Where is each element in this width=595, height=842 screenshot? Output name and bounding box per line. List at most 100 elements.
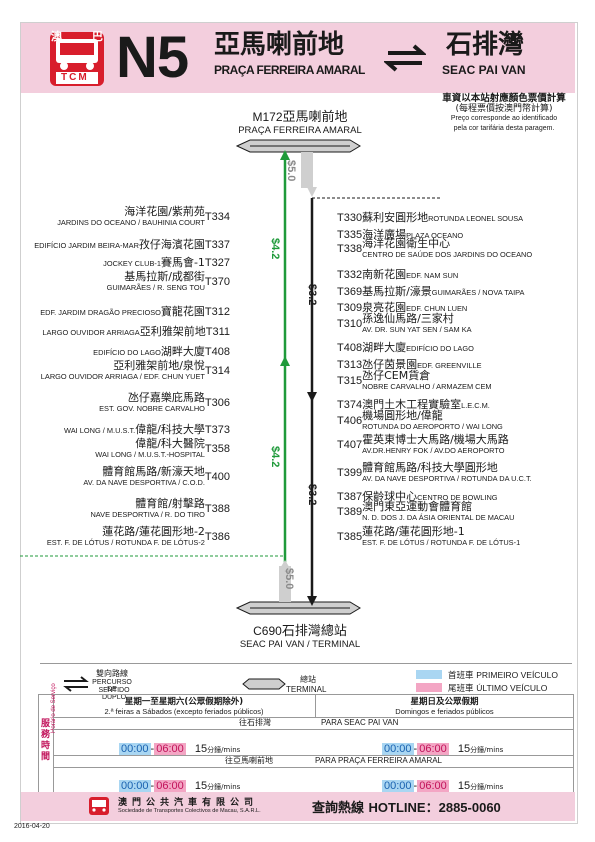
- stop-pt: ROTUNDA LEONEL SOUSA: [428, 214, 524, 223]
- dir1-holiday-first: 00:00: [382, 743, 414, 755]
- fare-notice-pt-2: pela cor tarifária desta paragem.: [453, 125, 555, 132]
- legend-divider: [40, 663, 572, 664]
- stop-pt: JOCKEY CLUB-1: [103, 259, 161, 268]
- tcm-logo: 澳 巴 TCM: [48, 30, 106, 88]
- dir2-holiday-first: 00:00: [382, 780, 414, 792]
- legend-double-zh: 雙向路線: [96, 669, 128, 678]
- stop-code: T330: [337, 212, 363, 224]
- stop-code: T386: [204, 531, 230, 543]
- stop-code: T332: [337, 269, 363, 281]
- stop-zh: 體育館/射擊路: [135, 497, 205, 510]
- stop-left-t311: LARGO OUVIDOR ARRIAGA亞利雅架前地T311: [42, 320, 230, 339]
- stop-code: T408: [337, 342, 363, 354]
- stop-pt: CENTRO DE BOWLING: [417, 493, 498, 502]
- holiday-header: 星期日及公眾假期 Domingos e feriados públicos: [316, 695, 573, 718]
- grey-arrow-bottom: [279, 560, 291, 570]
- stop-pt: EDF. JARDIM DRAGÃO PRECIOSO: [40, 308, 161, 317]
- direction-1-times: 00:00-06:00 15分鐘/mins 00:00-06:00 15分鐘/m…: [53, 730, 573, 756]
- stop-pt: WAI LONG / M.U.S.T.: [64, 426, 136, 435]
- stop-pt: ROTUNDA DO AEROPORTO / WAI LONG: [362, 422, 503, 431]
- stop-pt: EST. F. DE LÓTUS / ROTUNDA F. DE LÓTUS-2: [46, 538, 205, 547]
- stop-code: T311: [205, 326, 230, 338]
- dir2-weekday-first: 00:00: [119, 780, 151, 792]
- stop-zh: 海洋花園/紫荊苑: [124, 205, 205, 218]
- stop-right-t313: T313氹仔茵景園EDF. GREENVILLE: [337, 353, 482, 372]
- stop-zh: 南新花園: [362, 268, 407, 281]
- terminal-bottom-zh: 石排灣總站: [281, 624, 347, 639]
- stop-zh: 基馬拉斯/濠景: [362, 285, 432, 298]
- stop-pt: EST. GOV. NOBRE CARVALHO: [99, 404, 205, 413]
- last-bus-swatch: [416, 683, 442, 692]
- legend-first-pt: PRIMEIRO VEÍCULO: [476, 670, 558, 680]
- two-way-arrows-icon: [382, 44, 428, 76]
- logo-text: TCM: [61, 72, 89, 83]
- dir1-holiday-last: 06:00: [417, 743, 449, 755]
- stop-left-t408: EDIFÍCIO DO LAGO湖畔大廈T408: [93, 340, 230, 359]
- fare-notice-zh: 車資以本站射應顏色票價計算: [442, 93, 566, 104]
- stop-right-t332: T332南新花園EDF. NAM SUN: [337, 263, 458, 282]
- stop-pt: AV. DR. SUN YAT SEN / SAM KA: [362, 325, 472, 334]
- dir1-weekday-first: 00:00: [119, 743, 151, 755]
- stop-code: T314: [204, 365, 230, 377]
- stop-right-t387: T387保齡球中心CENTRO DE BOWLING: [337, 485, 498, 504]
- stop-zh: 海洋廣場: [362, 228, 407, 241]
- dir2-weekday-times: 00:00-06:00 15分鐘/mins: [119, 780, 241, 792]
- terminal-top-zh: 亞馬喇前地: [282, 110, 348, 125]
- stop-zh: 蓮花路/蓮花圓形地-1: [362, 525, 465, 538]
- holiday-zh: 星期日及公眾假期: [410, 697, 479, 707]
- terminal-top-bar: [235, 139, 361, 153]
- terminal-legend-icon: [242, 676, 286, 695]
- poster-frame: [20, 22, 578, 824]
- fare-green-1: $4.2: [269, 238, 281, 260]
- fare-grey-bottom: $5.0: [283, 568, 295, 590]
- stop-zh: 保齡球中心: [362, 490, 418, 503]
- direction-1-row: 往石排灣 PARA SEAC PAI VAN: [53, 717, 573, 730]
- stop-right-t330: T330蘇利安圓形地ROTUNDA LEONEL SOUSA: [337, 206, 523, 225]
- stop-left-t327: JOCKEY CLUB-1賽馬會-1T327: [103, 251, 230, 270]
- first-bus-swatch: [416, 670, 442, 679]
- stop-code: T388: [204, 503, 230, 515]
- black-arrow-bottom: [307, 596, 317, 606]
- footer-company-zh: 澳門公共汽車有限公司: [118, 798, 259, 808]
- dir2-holiday-last: 06:00: [417, 780, 449, 792]
- stop-pt: CENTRO DE SAÚDE DOS JARDINS DO OCEANO: [362, 250, 533, 259]
- direction-2-times: 00:00-06:00 15分鐘/mins 00:00-06:00 15分鐘/m…: [53, 768, 573, 793]
- stop-zh: 偉龍/科大醫院: [135, 437, 205, 450]
- direction-2-row: 往亞馬喇前地 PARA PRAÇA FERREIRA AMARAL: [53, 755, 573, 768]
- stop-pt: GUIMARÃES / NOVA TAIPA: [431, 288, 525, 297]
- stop-zh: 氹仔嘉樂庇馬路: [127, 391, 205, 404]
- destination-pt: SEAC PAI VAN: [442, 63, 526, 77]
- stop-pt: EDIFÍCIO DO LAGO: [93, 348, 161, 357]
- stop-code: T374: [337, 399, 363, 411]
- stop-pt: JARDINS DO OCEANO / BAUHINIA COURT: [57, 218, 205, 227]
- stop-code: T313: [337, 359, 363, 371]
- stop-zh: 基馬拉斯/成都街: [124, 270, 205, 283]
- dir1-weekday-last: 06:00: [154, 743, 186, 755]
- stop-zh: 湖畔大廈: [160, 345, 205, 358]
- green-arrow-top: [280, 150, 290, 160]
- stop-code: T408: [204, 346, 230, 358]
- stop-zh: 賽馬會-1: [160, 256, 205, 269]
- terminal-bottom-pt: SEAC PAI VAN / TERMINAL: [239, 639, 361, 650]
- hotline-zh: 查詢熱線: [312, 801, 365, 816]
- stop-zh: 體育館馬路/科技大學圓形地: [362, 461, 498, 474]
- stop-zh: 澳門土木工程實驗室: [362, 398, 462, 411]
- hotline-number[interactable]: 2885-0060: [438, 800, 501, 815]
- stop-zh: 氹仔CEM貨倉: [362, 369, 431, 382]
- stop-pt: EDIFÍCIO DO LAGO: [406, 344, 474, 353]
- double-direction-icon: [62, 676, 90, 696]
- timetable: 服務時間 Horário de Serviço 星期一至星期六(公眾假期除外) …: [38, 683, 574, 794]
- timetable-side: 服務時間 Horário de Serviço: [39, 683, 57, 793]
- stop-right-t369: T369基馬拉斯/濠景GUIMARÃES / NOVA TAIPA: [337, 280, 524, 299]
- footer-logo-icon: [88, 796, 110, 816]
- legend-first-zh: 首班車: [448, 671, 474, 681]
- stop-pt: WAI LONG / M.U.S.T.-HOSPITAL: [95, 450, 205, 459]
- logo-char-left: 澳: [51, 30, 62, 43]
- footer: [21, 792, 575, 821]
- stop-pt: EDF. GREENVILLE: [417, 361, 482, 370]
- stop-code: T389: [337, 506, 363, 518]
- terminal-top-pt: PRAÇA FERREIRA AMARAL: [238, 125, 362, 136]
- stop-code: T370: [204, 276, 230, 288]
- legend-double-pt-2: SENTIDO DUPLO: [98, 687, 130, 701]
